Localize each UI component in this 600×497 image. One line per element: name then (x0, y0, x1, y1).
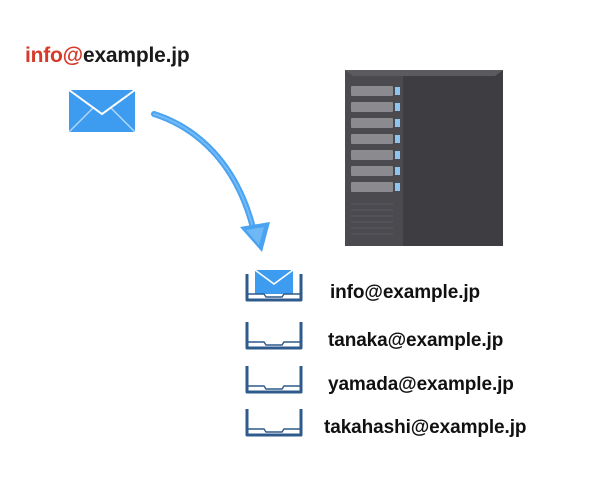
mailbox-address-label: info@example.jp (330, 282, 481, 303)
sender-address-local: info@ (25, 44, 83, 67)
inbox-tray-icon (245, 366, 303, 394)
envelope-icon (68, 89, 136, 133)
envelope-icon (254, 269, 294, 294)
mailbox-address-label: tanaka@example.jp (328, 330, 504, 351)
inbox-tray-icon (245, 322, 303, 350)
mailbox-address-label: yamada@example.jp (328, 374, 514, 395)
server-tower-icon (345, 70, 503, 246)
sender-address-domain: example.jp (82, 44, 190, 67)
inbox-tray-icon (245, 409, 303, 437)
inbox-tray-icon (245, 269, 303, 302)
mailbox-address-label: takahashi@example.jp (324, 417, 527, 438)
sender-address: info@example.jp (25, 44, 190, 68)
